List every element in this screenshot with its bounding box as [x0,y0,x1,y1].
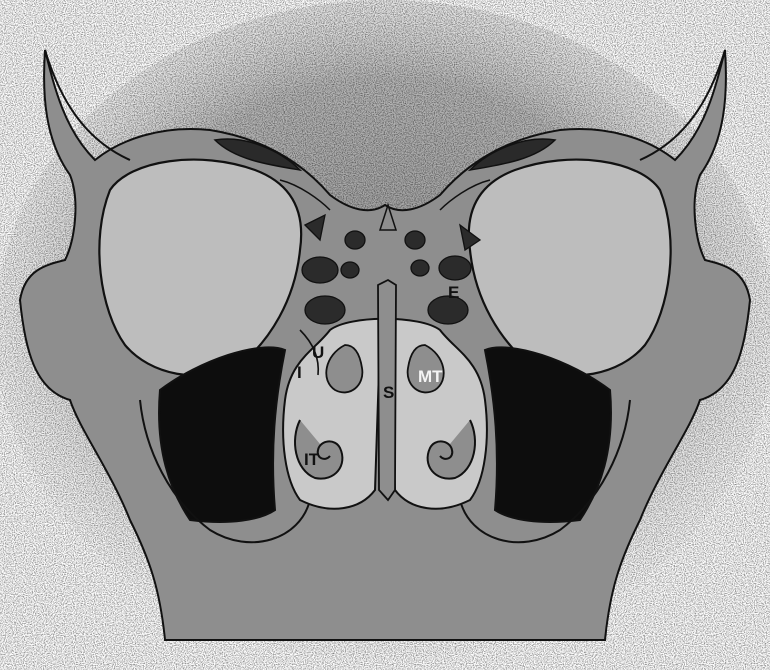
label-s: S [383,383,394,402]
label-e: E [448,283,459,302]
label-i: I [297,363,302,382]
label-it: IT [304,450,320,469]
label-u: U [312,343,324,362]
label-mt: MT [418,367,443,386]
